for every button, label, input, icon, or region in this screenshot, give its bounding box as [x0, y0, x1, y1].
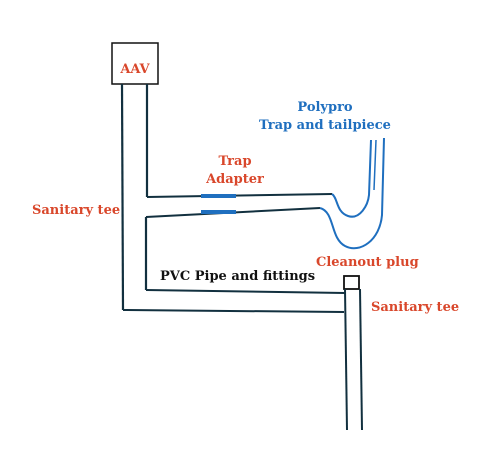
trap-adapter-label-line2: Adapter — [205, 172, 264, 187]
polypro-trap-inner — [331, 139, 372, 218]
drain-run-bottom-wall — [122, 309, 345, 313]
trap-adapter-label-line1: Trap — [218, 154, 251, 169]
tailpiece-stub — [373, 139, 377, 191]
vent-pipe-left-wall — [120, 83, 125, 311]
trap-adapter-lower — [201, 210, 236, 214]
sanitary-tee-left-label: Sanitary tee — [32, 203, 120, 218]
aav-box — [111, 42, 159, 85]
cleanout-plug — [343, 275, 360, 290]
polypro-label-line1: Polypro — [297, 100, 353, 115]
drain-down-left-wall — [344, 288, 348, 431]
polypro-trap-outer — [319, 137, 385, 250]
sanitary-tee-right-label: Sanitary tee — [371, 300, 459, 315]
pvc-pipe-label: PVC Pipe and fittings — [160, 269, 315, 284]
aav-label: AAV — [119, 62, 150, 77]
trap-arm-top-wall — [146, 193, 333, 198]
trap-adapter — [201, 194, 236, 198]
polypro-label-line2: Trap and tailpiece — [259, 118, 391, 133]
drain-down-right-wall — [359, 288, 363, 431]
cleanout-plug-label: Cleanout plug — [316, 255, 419, 270]
drain-run-top-wall — [145, 289, 346, 294]
